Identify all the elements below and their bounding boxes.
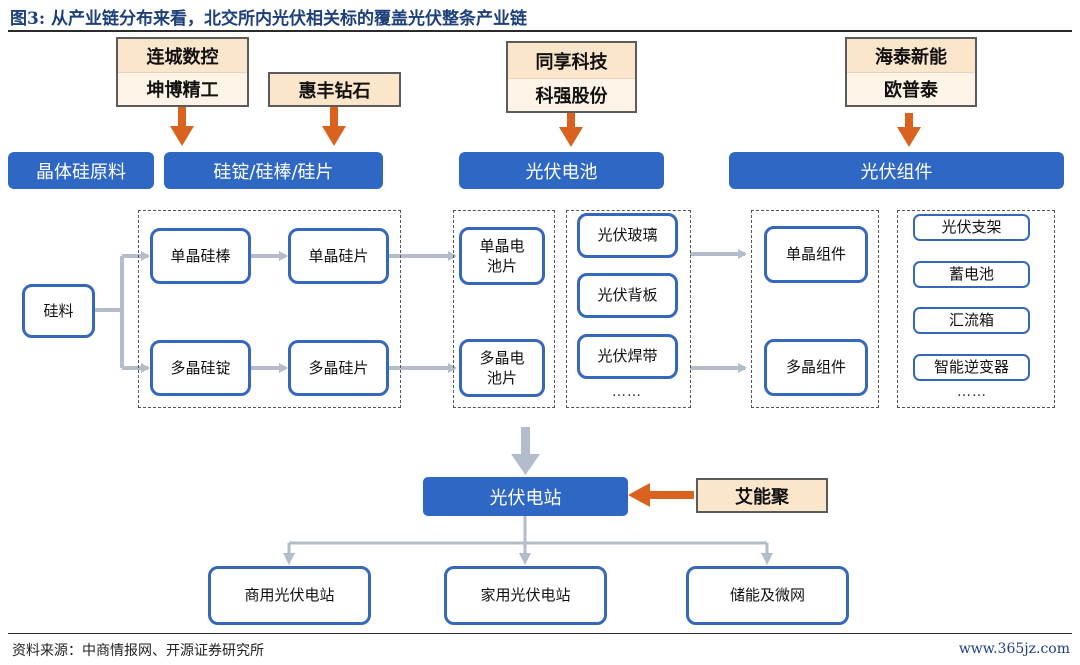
node-mono-wafer: 单晶硅片 <box>288 228 389 284</box>
bos-group <box>897 210 1055 408</box>
watermark-text: www.365jz.com <box>958 641 1070 657</box>
company-kunbojinggong: 坤博精工 <box>118 72 247 105</box>
module-group <box>751 210 879 408</box>
wafer-process-group <box>138 210 401 408</box>
orange-arrows <box>170 107 921 507</box>
footer-divider <box>8 633 1072 634</box>
node-pv-bracket: 光伏支架 <box>913 214 1030 241</box>
node-battery: 蓄电池 <box>913 261 1030 288</box>
stage-wafer: 硅锭/硅棒/硅片 <box>164 152 383 189</box>
node-pv-backsheet: 光伏背板 <box>577 273 678 318</box>
node-multi-wafer: 多晶硅片 <box>288 340 389 396</box>
node-mono-rod: 单晶硅棒 <box>150 228 251 284</box>
node-multi-module: 多晶组件 <box>764 339 868 396</box>
stage-module: 光伏组件 <box>729 152 1064 189</box>
node-combiner-box: 汇流箱 <box>913 307 1030 334</box>
stage-raw-silicon: 晶体硅原料 <box>8 152 154 189</box>
bos-ellipsis: …… <box>957 384 987 400</box>
materials-group <box>566 210 691 408</box>
source-note: 资料来源：中商情报网、开源证券研究所 <box>12 643 264 659</box>
materials-ellipsis: …… <box>612 384 642 400</box>
node-storage-microgrid: 储能及微网 <box>686 566 849 625</box>
company-ainengju: 艾能聚 <box>696 478 828 513</box>
node-mono-module: 单晶组件 <box>764 226 868 283</box>
cell-group <box>453 210 555 408</box>
node-pv-glass: 光伏玻璃 <box>577 213 678 258</box>
company-group-wafer: 连城数控 坤博精工 <box>116 37 249 107</box>
figure-title: 图3: 从产业链分布来看，北交所内光伏相关标的覆盖光伏整条产业链 <box>10 9 528 29</box>
node-mono-cell: 单晶电池片 <box>459 227 545 285</box>
company-keqianggufen: 科强股份 <box>508 78 635 111</box>
company-haitaixinneng: 海泰新能 <box>847 39 975 73</box>
company-group-module: 海泰新能 欧普泰 <box>845 37 977 107</box>
stage-cell: 光伏电池 <box>459 152 664 189</box>
company-group-cell: 同享科技 科强股份 <box>506 41 637 113</box>
node-silicon: 硅料 <box>22 284 95 338</box>
title-divider <box>8 30 1072 32</box>
node-pv-ribbon: 光伏焊带 <box>577 334 678 379</box>
company-lianchengshukong: 连城数控 <box>118 39 247 73</box>
node-home-station: 家用光伏电站 <box>444 566 607 625</box>
node-multi-ingot: 多晶硅锭 <box>150 340 251 396</box>
stage-station: 光伏电站 <box>423 477 628 516</box>
company-tongxiangkeji: 同享科技 <box>508 43 635 79</box>
company-huifengzuanshi: 惠丰钻石 <box>268 72 401 107</box>
node-multi-cell: 多晶电池片 <box>459 339 545 397</box>
node-inverter: 智能逆变器 <box>913 354 1030 381</box>
company-oupu-tai: 欧普泰 <box>847 72 975 105</box>
node-commercial-station: 商用光伏电站 <box>208 566 371 625</box>
